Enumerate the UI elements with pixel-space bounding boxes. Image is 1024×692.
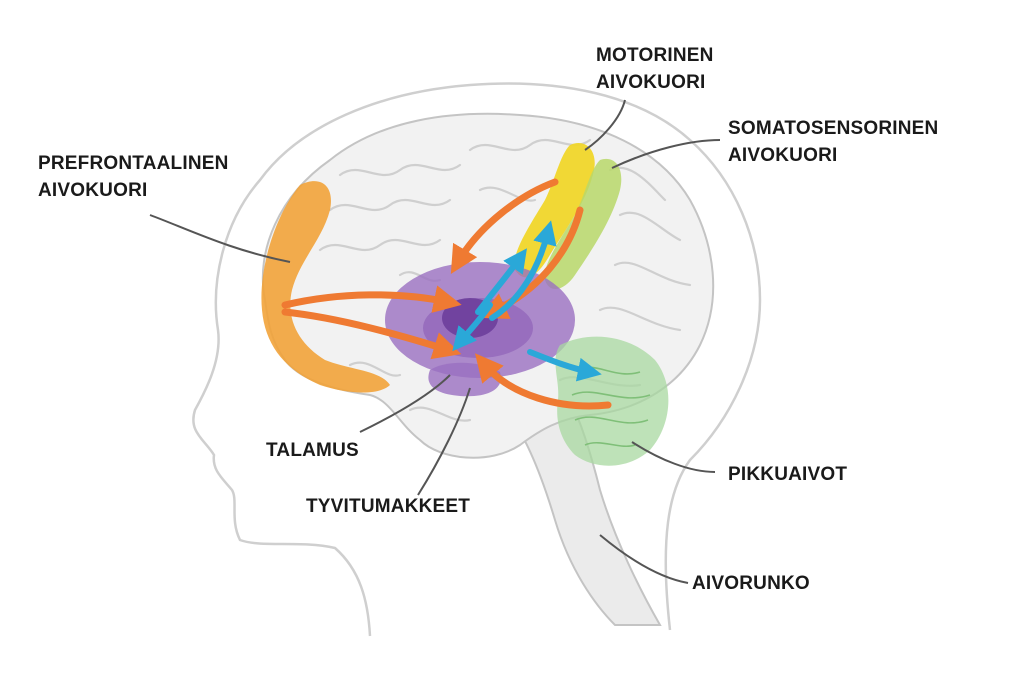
label-brainstem-text: AIVORUNKO	[692, 573, 810, 594]
leader-cerebellum	[631, 441, 716, 473]
arrow-center-to-motor	[475, 248, 527, 315]
leader-motor	[584, 99, 626, 151]
leader-basal-ganglia	[417, 387, 471, 496]
label-somatosensory-line1: SOMATOSENSORINEN	[728, 118, 939, 139]
head-outline	[192, 82, 762, 637]
leader-lines	[149, 99, 721, 584]
leader-prefrontal	[149, 214, 291, 263]
arrow-to-cerebellum	[527, 349, 602, 382]
label-basal-ganglia-text: TYVITUMAKKEET	[306, 496, 471, 517]
label-basal-ganglia: TYVITUMAKKEET	[306, 493, 470, 520]
arrow-to-thalamus	[452, 302, 493, 352]
label-cerebellum: PIKKUAIVOT	[728, 461, 847, 488]
label-cerebellum-text: PIKKUAIVOT	[728, 464, 848, 485]
label-thalamus-text: TALAMUS	[266, 440, 359, 461]
arrow-prefrontal-lower	[281, 308, 462, 360]
arrow-prefrontal-upper	[281, 285, 462, 313]
label-somatosensory-cortex: SOMATOSENSORINEN AIVOKUORI	[728, 115, 938, 169]
label-motor-cortex: MOTORINEN AIVOKUORI	[596, 42, 714, 96]
label-motor-line2: AIVOKUORI	[596, 72, 706, 93]
leader-brainstem	[599, 534, 689, 584]
label-thalamus: TALAMUS	[266, 437, 359, 464]
arrow-cerebellum-to-center	[474, 353, 612, 410]
prefrontal-cortex	[261, 181, 390, 393]
leader-thalamus	[359, 374, 451, 433]
arrow-motor-to-center	[450, 178, 559, 275]
somatosensory-cortex	[544, 158, 622, 290]
label-motor-line1: MOTORINEN	[596, 45, 714, 66]
label-somatosensory-line2: AIVOKUORI	[728, 145, 838, 166]
label-prefrontal-line2: AIVOKUORI	[38, 180, 148, 201]
leader-somatosensory	[611, 139, 721, 169]
arrow-center-to-somato	[489, 220, 557, 321]
blue-arrows	[452, 220, 602, 382]
label-prefrontal-cortex: PREFRONTAALINEN AIVOKUORI	[38, 150, 229, 204]
label-prefrontal-line1: PREFRONTAALINEN	[38, 153, 229, 174]
label-brainstem: AIVORUNKO	[692, 570, 810, 597]
cerebellum-texture	[571, 366, 651, 447]
